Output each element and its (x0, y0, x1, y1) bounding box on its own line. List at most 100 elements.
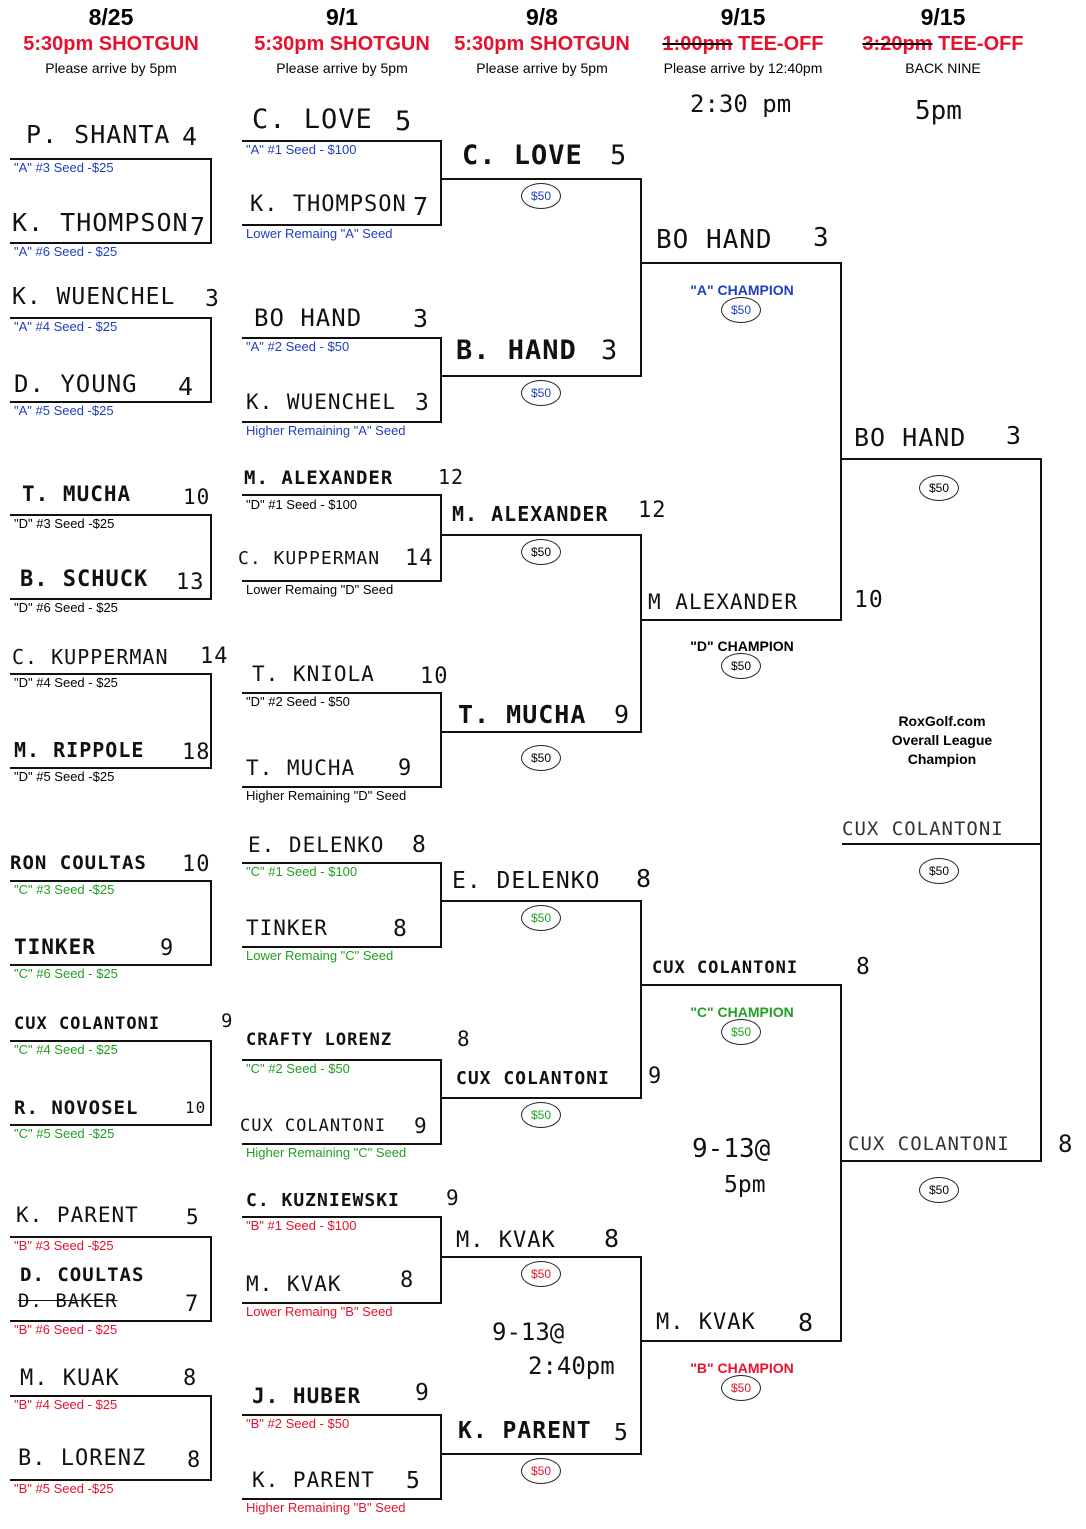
note-date: 9-13 (692, 1134, 755, 1164)
bracket-line (10, 1236, 212, 1238)
player-name: C. LOVE (252, 104, 373, 135)
player-name: M. KVAK (456, 1228, 556, 1253)
bracket-line (210, 673, 212, 769)
player-score: 10 (185, 1098, 207, 1117)
prize-badge: $50 (919, 858, 959, 884)
player-name: M. KVAK (656, 1310, 756, 1335)
bracket-line (242, 337, 442, 339)
player-score: 8 (636, 864, 653, 893)
player-score: 9 (648, 1064, 663, 1089)
player-name: K. WUENCHEL (246, 390, 397, 414)
player-score: 3 (601, 335, 619, 366)
overall-line: Champion (907, 751, 977, 767)
header-date: 9/15 (720, 4, 766, 30)
prize-badge: $50 (521, 1102, 561, 1128)
bracket-line (242, 946, 442, 948)
player-name: TINKER (246, 916, 328, 940)
seed-label: "D" #6 Seed - $25 (14, 600, 118, 615)
player-score: 8 (1058, 1130, 1074, 1158)
seed-label: "B" #4 Seed - $25 (14, 1397, 118, 1412)
player-score: 8 (604, 1224, 621, 1253)
bracket-line (840, 984, 842, 1342)
bracket-line (210, 514, 212, 600)
bracket-line (10, 242, 212, 244)
seed-label: Lower Remaing "B" Seed (246, 1304, 393, 1319)
seed-label: Lower Remaing "A" Seed (246, 226, 393, 241)
struck-player-name: D. BAKER (18, 1290, 118, 1312)
player-name: BO HAND (854, 423, 967, 452)
bracket-line (242, 1302, 442, 1304)
bracket-line (440, 1216, 442, 1304)
header-time-struck: 1:00pm (662, 33, 733, 55)
bracket-line (642, 619, 842, 621)
bracket-line (10, 880, 212, 882)
player-score: 3 (415, 390, 430, 416)
header-time-new: TEE-OFF (738, 33, 824, 55)
prize-badge: $50 (721, 297, 761, 323)
player-score: 5 (406, 1468, 421, 1494)
bracket-line (442, 1256, 642, 1258)
bracket-line (210, 1040, 212, 1126)
seed-label: "D" #3 Seed -$25 (14, 516, 115, 531)
player-name: R. NOVOSEL (14, 1097, 139, 1119)
header-time: 5:30pm SHOTGUN (23, 33, 199, 55)
prize-badge: $50 (919, 1177, 959, 1203)
handwritten-time-note: 5pm (724, 1172, 766, 1198)
seed-label: "A" #2 Seed - $50 (246, 339, 350, 354)
seed-label: Lower Remaing "C" Seed (246, 948, 394, 963)
seed-label: "D" #4 Seed - $25 (14, 675, 118, 690)
bracket-line (10, 158, 212, 160)
prize-badge: $50 (721, 1019, 761, 1045)
bracket-line (10, 964, 212, 966)
header-arrive: Please arrive by 5pm (45, 60, 177, 76)
player-name: BO HAND (656, 225, 773, 255)
prize-badge: $50 (521, 183, 561, 209)
seed-label: Higher Remaining "D" Seed (246, 788, 407, 803)
bracket-line (10, 1320, 212, 1322)
player-name: D. COULTAS (20, 1264, 145, 1286)
header-time-new: TEE-OFF (938, 33, 1024, 55)
bracket-line (840, 262, 842, 621)
seed-label: Lower Remaing "D" Seed (246, 582, 394, 597)
player-name: M. ALEXANDER (244, 467, 394, 489)
bracket-line (642, 262, 842, 264)
champion-label: "B" CHAMPION (690, 1360, 794, 1376)
player-name: D. YOUNG (14, 370, 138, 398)
bracket-line (210, 158, 212, 244)
player-score: 3 (1006, 421, 1023, 450)
player-name: C. KUZNIEWSKI (246, 1190, 400, 1211)
player-name: P. SHANTA (26, 120, 171, 149)
bracket-line (842, 1160, 1042, 1162)
seed-label: Higher Remaining "B" Seed (246, 1500, 406, 1515)
bracket-line (440, 862, 442, 948)
seed-label: "C" #1 Seed - $100 (246, 864, 358, 879)
champion-label: "D" CHAMPION (690, 638, 794, 654)
player-score: 8 (400, 1268, 415, 1293)
bracket-line (10, 1395, 212, 1397)
header-col-5: 9/15 3:20pm TEE-OFF BACK NINE (843, 4, 1043, 78)
header-date: 8/25 (88, 4, 134, 30)
player-name: CRAFTY LORENZ (246, 1030, 393, 1050)
player-score: 12 (638, 498, 667, 523)
note-at: @ (754, 1134, 771, 1164)
player-score: 5 (614, 1420, 629, 1446)
player-name: M. KVAK (246, 1272, 342, 1296)
header-arrive: Please arrive by 5pm (476, 60, 608, 76)
player-score: 8 (187, 1448, 202, 1473)
player-score: 8 (183, 1366, 198, 1391)
bracket-line (10, 767, 212, 769)
player-name: K. PARENT (252, 1468, 375, 1492)
bracket-line (842, 843, 1042, 845)
bracket-line (642, 1340, 842, 1342)
bracket-line (10, 317, 212, 319)
handwritten-time-note: 5pm (915, 96, 962, 126)
player-score: 18 (182, 740, 211, 765)
bracket-line (640, 900, 642, 1099)
seed-label: Higher Remaining "C" Seed (246, 1145, 407, 1160)
bracket-line (642, 984, 842, 986)
bracket-line (10, 1040, 212, 1042)
bracket-line (242, 1216, 442, 1218)
player-name: K. PARENT (16, 1203, 139, 1227)
bracket-line (10, 673, 212, 675)
seed-label: "D" #2 Seed - $50 (246, 694, 350, 709)
